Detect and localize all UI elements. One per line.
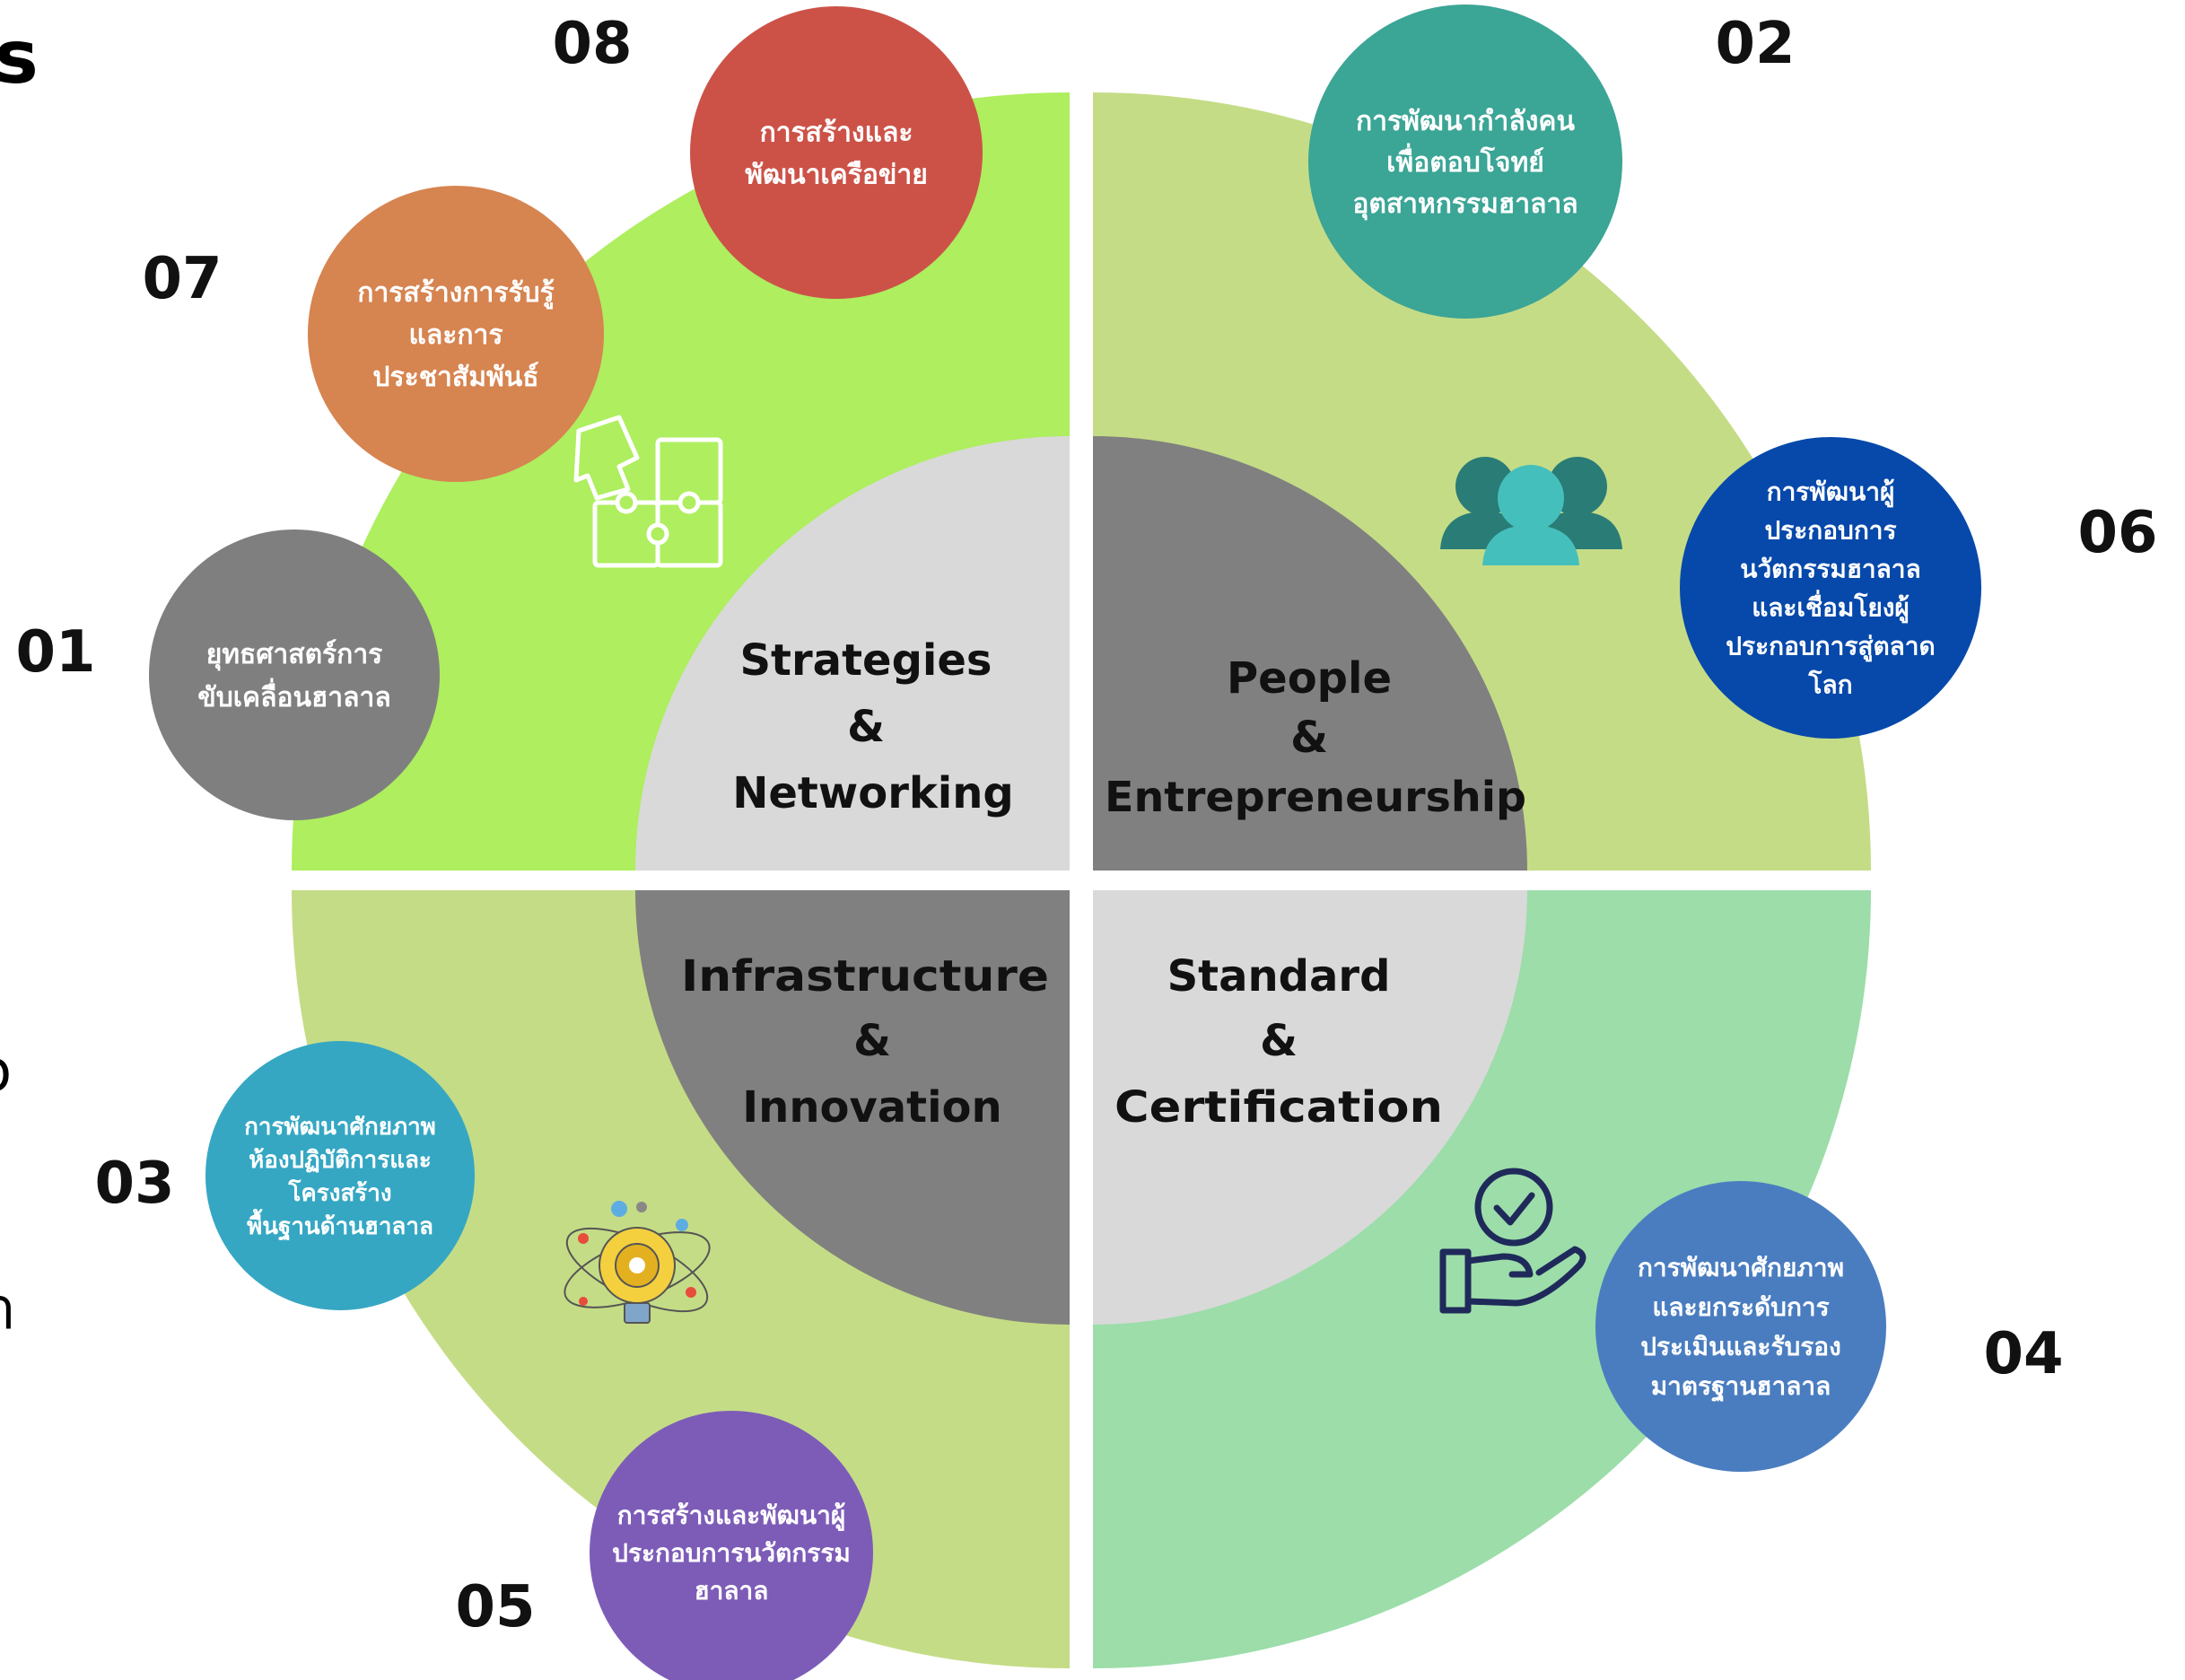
bubble-text-line: การสร้างและพัฒนาผู้ xyxy=(617,1501,846,1531)
bubble-text-line: การพัฒนาศักยภาพ xyxy=(1638,1253,1844,1282)
bubble-text-line: ประเมินและรับรอง xyxy=(1640,1332,1841,1361)
item-number-06: 06 xyxy=(2077,500,2157,566)
bubble-halal-workforce: การพัฒนากำลังคนเพื่อตอบโจทย์อุตสาหกรรมฮา… xyxy=(1308,4,1622,319)
bubble-text-line: มาตรฐานฮาลาล xyxy=(1651,1371,1831,1403)
quadrant-label-infrastructure: Infrastructure & Innovation xyxy=(681,951,1049,1133)
bubble-text-line: และยกระดับการ xyxy=(1652,1292,1829,1322)
bubble-text-line: เพื่อตอบโจทย์ xyxy=(1386,143,1544,179)
bubble-circle xyxy=(590,1411,873,1680)
bubble-halal-global-market: การพัฒนาผู้ประกอบการนวัตกรรมฮาลาลและเชื่… xyxy=(1680,437,1981,739)
bubble-text-line: ประกอบการนวัตกรรม xyxy=(612,1538,851,1568)
innovation-bulb-icon xyxy=(564,1201,711,1324)
bubble-text-line: พื้นฐานด้านฮาลาล xyxy=(247,1208,433,1242)
bubble-text-line: การสร้างและ xyxy=(760,117,913,148)
svg-text:&: & xyxy=(1290,713,1328,763)
svg-text:&: & xyxy=(847,702,885,752)
bubble-text-line: และเชื่อมโยงผู้ xyxy=(1752,590,1910,624)
quadrant-label-people: People & Entrepreneurship xyxy=(1105,653,1526,821)
bubble-text-line: การพัฒนาผู้ xyxy=(1767,477,1895,508)
bubble-text-line: ยุทธศาสตร์การ xyxy=(206,639,383,671)
bubble-text-line: ประกอบการ xyxy=(1764,516,1896,546)
bubble-circle xyxy=(205,1041,475,1310)
core-standard xyxy=(1093,890,1527,1325)
bubble-circle xyxy=(1680,437,1981,739)
core-people xyxy=(1093,436,1527,871)
item-number-08: 08 xyxy=(552,11,632,77)
bubble-text-line: นวัตกรรมฮาลาล xyxy=(1740,555,1920,584)
partial-title-fragment: s xyxy=(0,15,39,101)
bubble-text-line: การพัฒนากำลังคน xyxy=(1356,106,1575,137)
puzzle-icon xyxy=(573,415,723,568)
item-number-03: 03 xyxy=(94,1151,174,1217)
bubble-text-line: อุตสาหกรรมฮาลาล xyxy=(1352,188,1578,221)
item-numbers: 01 02 03 04 05 06 07 08 xyxy=(15,11,2157,1641)
svg-text:Standard: Standard xyxy=(1167,951,1391,1002)
bubble-text-line: ห้องปฏิบัติการและ xyxy=(249,1147,432,1174)
quadrant-label-strategies: Strategies & Networking xyxy=(732,635,1014,818)
bubble-text-line: พัฒนาเครือข่าย xyxy=(745,159,928,190)
bubble-circle xyxy=(690,6,983,299)
bubble-text-line: โครงสร้าง xyxy=(287,1178,391,1207)
bubble-text-line: ประชาสัมพันธ์ xyxy=(372,362,538,393)
svg-text:Infrastructure: Infrastructure xyxy=(681,951,1049,1002)
item-number-05: 05 xyxy=(455,1574,535,1641)
item-number-01: 01 xyxy=(15,619,95,686)
bubble-circle xyxy=(149,529,440,820)
bubble-halal-networking: การสร้างและพัฒนาเครือข่าย xyxy=(690,6,983,299)
svg-text:&: & xyxy=(1260,1016,1298,1066)
bubble-circle xyxy=(1595,1181,1886,1472)
item-number-02: 02 xyxy=(1715,11,1795,77)
svg-text:&: & xyxy=(853,1016,891,1066)
bubble-text-line: การสร้างการรับรู้ xyxy=(357,277,554,310)
core-infrastructure xyxy=(635,890,1070,1325)
svg-text:Certification: Certification xyxy=(1114,1082,1443,1133)
svg-text:Entrepreneurship: Entrepreneurship xyxy=(1105,773,1526,821)
bubble-text-line: ประกอบการสู่ตลาด xyxy=(1726,632,1935,662)
svg-text:Strategies: Strategies xyxy=(739,635,992,686)
bubble-halal-certification: การพัฒนาศักยภาพและยกระดับการประเมินและรั… xyxy=(1595,1181,1886,1472)
svg-text:Innovation: Innovation xyxy=(742,1082,1001,1133)
partial-text-fragment: า xyxy=(0,1276,16,1343)
bubble-text-line: การพัฒนาศักยภาพ xyxy=(244,1114,436,1141)
bubble-halal-lab-infrastructure: การพัฒนาศักยภาพห้องปฏิบัติการและโครงสร้า… xyxy=(205,1041,475,1310)
bubble-text-line: โลก xyxy=(1807,669,1852,700)
bubble-halal-innovation-entrepreneurs: การสร้างและพัฒนาผู้ประกอบการนวัตกรรมฮาลา… xyxy=(590,1411,873,1680)
people-group-icon xyxy=(1440,457,1622,565)
bubble-text-line: และการ xyxy=(409,319,503,351)
svg-text:Networking: Networking xyxy=(732,768,1014,818)
bubble-circle xyxy=(308,186,604,482)
item-number-07: 07 xyxy=(142,246,222,312)
item-number-04: 04 xyxy=(1983,1321,2063,1387)
svg-text:People: People xyxy=(1227,653,1392,704)
partial-text-fragment: o xyxy=(0,1038,12,1105)
hand-checkmark-icon xyxy=(1439,1168,1586,1314)
bubble-circle xyxy=(1308,4,1622,319)
bubble-text-line: ฮาลาล xyxy=(695,1576,769,1606)
core-strategies xyxy=(635,436,1070,871)
quadrant-label-standard: Standard & Certification xyxy=(1114,951,1443,1133)
bubble-text-line: ขับเคลื่อนฮาลาล xyxy=(197,678,391,713)
